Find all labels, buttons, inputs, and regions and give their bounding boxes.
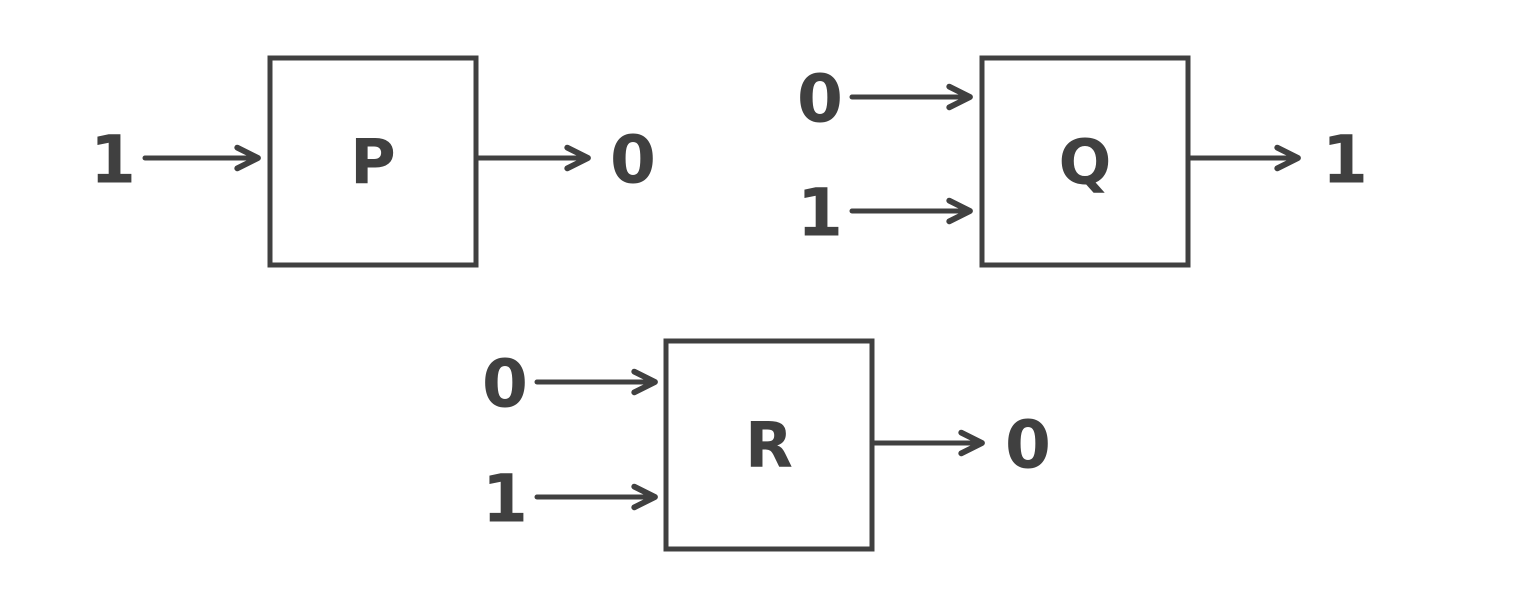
gate-p-input-value: 1 [90,122,136,199]
gate-r-input-1-value: 1 [482,461,528,538]
gate-q-input-0-value: 0 [797,61,843,138]
gate-p-output-value: 0 [610,122,656,199]
gate-p-label: P [350,126,395,199]
gate-q: 0 1 Q 1 [797,55,1368,268]
gate-p-box [267,55,479,268]
gate-q-input-1-value: 1 [797,175,843,252]
gate-r-input-0-value: 0 [482,346,528,423]
gate-r: 0 1 R 0 [482,338,1051,552]
gate-r-output-value: 0 [1005,407,1051,484]
gate-q-output-value: 1 [1322,122,1368,199]
gate-p: 1 P 0 [90,55,656,268]
gate-r-label: R [745,409,793,482]
gate-q-box [979,55,1191,268]
gate-q-label: Q [1059,126,1112,199]
